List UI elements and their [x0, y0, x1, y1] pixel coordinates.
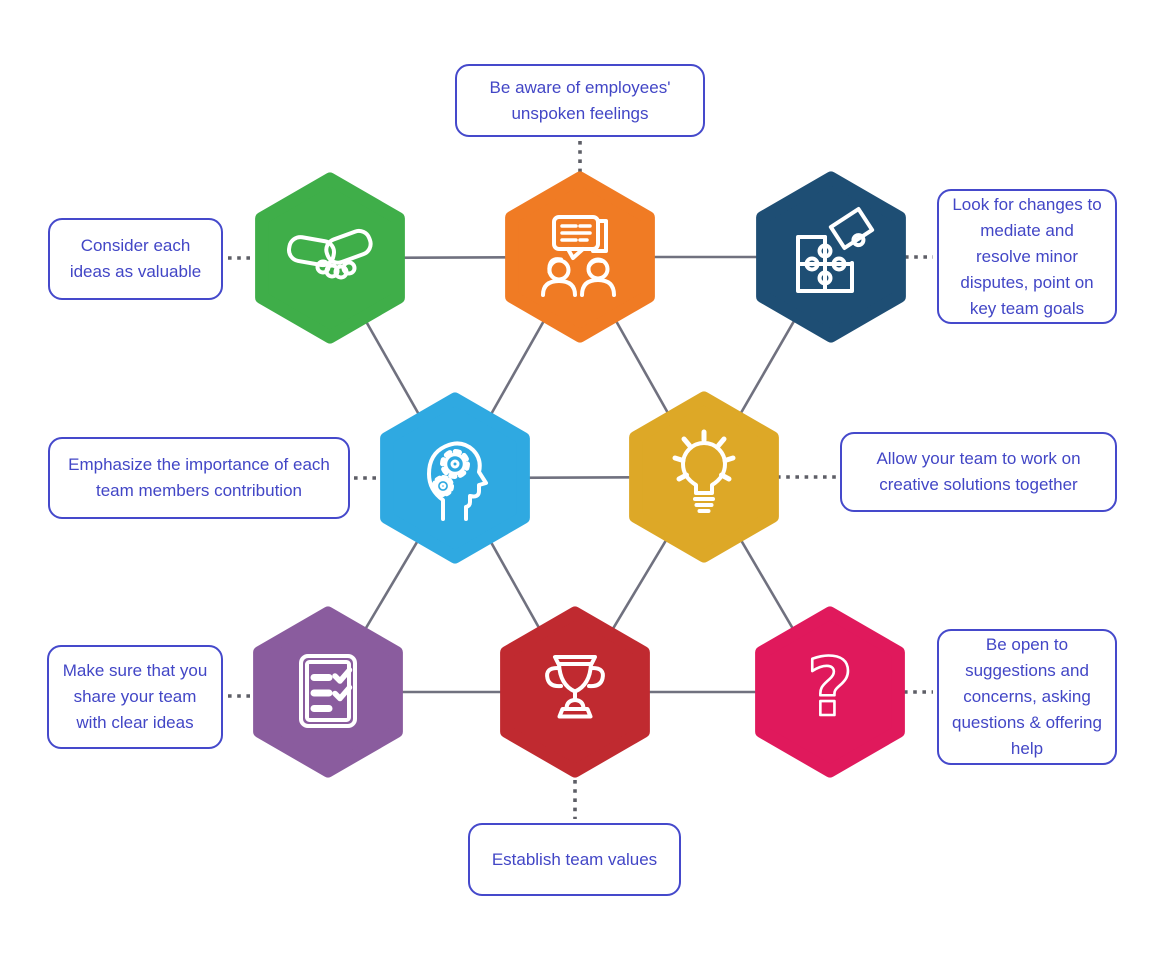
label-text: Emphasize the importance of each team me… [68, 455, 330, 500]
label-text: Establish team values [491, 849, 658, 869]
hexagon-shape [756, 171, 906, 343]
label-text: Allow your team to work on creative solu… [876, 449, 1081, 494]
label-box-left-top: Consider each ideas as valuable [48, 218, 223, 300]
label-text: Be aware of employees' unspoken feelings [489, 77, 671, 123]
label-text: Make sure that you share your team with … [62, 661, 208, 732]
label-box-right-bottom: Be open to suggestions and concerns, ask… [937, 629, 1117, 765]
hexagon-conversation [505, 171, 655, 343]
label-box-left-bottom: Make sure that you share your team with … [47, 645, 223, 749]
hexagon-puzzle [756, 171, 906, 343]
label-text: Consider each ideas as valuable [69, 236, 202, 281]
question-mark-icon: ? [805, 640, 854, 736]
conversation-icon [541, 215, 616, 297]
label-text: Look for changes to mediate and resolve … [952, 194, 1102, 318]
hexagon-shape [505, 171, 655, 343]
hexagon-handshake [255, 172, 405, 344]
label-box-right-middle: Allow your team to work on creative solu… [840, 432, 1117, 512]
puzzle-icon [796, 207, 875, 293]
label-box-top: Be aware of employees' unspoken feelings [455, 64, 705, 137]
label-text: Be open to suggestions and concerns, ask… [952, 635, 1102, 758]
label-box-left-middle: Emphasize the importance of each team me… [48, 437, 350, 519]
hexagon-question: ? [755, 606, 905, 778]
lightbulb-icon [672, 429, 736, 513]
checklist-icon [299, 654, 357, 728]
hexagon-idea [629, 391, 779, 563]
hexagon-shape [629, 391, 779, 563]
hexagon-thinking [380, 392, 530, 564]
hexagon-checklist [253, 606, 403, 778]
svg-text:?: ? [807, 641, 853, 734]
hexagon-shape [755, 606, 905, 778]
trophy-icon [545, 655, 605, 719]
head-gears-icon [427, 441, 488, 521]
dashed-connectors [228, 141, 933, 819]
hexagon-trophy [500, 606, 650, 778]
handshake-icon [286, 228, 373, 280]
label-box-right-top: Look for changes to mediate and resolve … [937, 189, 1117, 324]
label-box-bottom: Establish team values [468, 823, 681, 896]
